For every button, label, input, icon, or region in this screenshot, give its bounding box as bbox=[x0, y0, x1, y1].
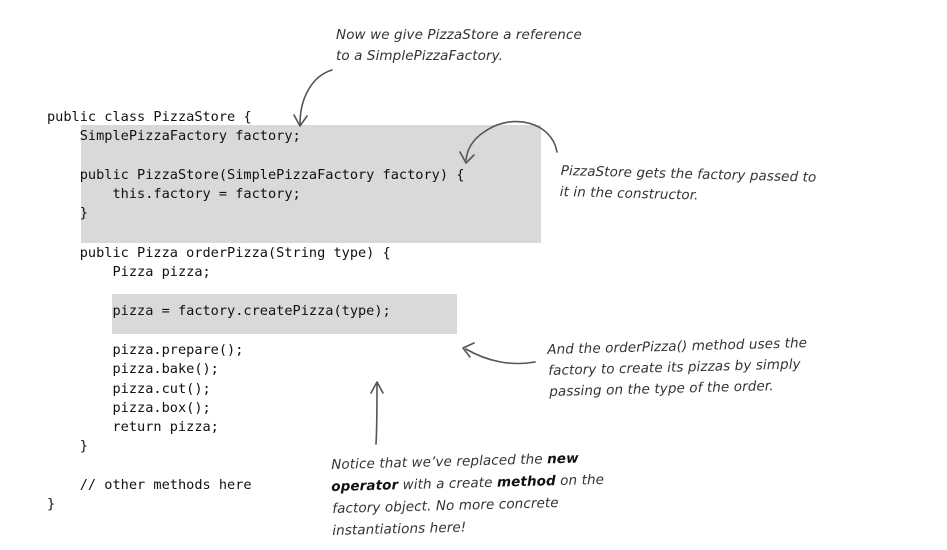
code-line: this.factory = factory; bbox=[47, 186, 301, 202]
code-line: pizza.prepare(); bbox=[47, 342, 244, 358]
constructor-highlight bbox=[81, 125, 541, 243]
annotation-line: instantiations here! bbox=[332, 519, 467, 539]
code-line: public Pizza orderPizza(String type) { bbox=[47, 245, 391, 261]
code-line: } bbox=[47, 205, 88, 221]
code-line: pizza.box(); bbox=[47, 400, 211, 416]
code-line: } bbox=[47, 496, 56, 512]
arrowhead-notice bbox=[370, 381, 384, 394]
annotation-line: it in the constructor. bbox=[559, 183, 699, 204]
keyword-new: new bbox=[546, 450, 579, 468]
arrowhead-order-pizza bbox=[462, 342, 475, 358]
annotation-text: on the bbox=[555, 471, 605, 490]
annotation-line: Now we give PizzaStore a reference bbox=[336, 27, 582, 43]
code-line: public class PizzaStore { bbox=[47, 109, 252, 125]
arrow-reference bbox=[299, 69, 333, 125]
code-line: // other methods here bbox=[47, 477, 252, 493]
annotation-line: to a SimplePizzaFactory. bbox=[336, 48, 504, 64]
annotation-text: with a create bbox=[398, 474, 498, 494]
create-pizza-highlight bbox=[112, 294, 457, 334]
arrow-order-pizza bbox=[465, 348, 536, 365]
keyword-method: method bbox=[496, 473, 557, 491]
keyword-operator: operator bbox=[331, 477, 399, 495]
code-line: Pizza pizza; bbox=[47, 264, 211, 280]
annotation-line: passing on the type of the order. bbox=[549, 378, 774, 400]
code-line: pizza = factory.createPizza(type); bbox=[47, 303, 391, 319]
code-line: pizza.cut(); bbox=[47, 381, 211, 397]
code-line: pizza.bake(); bbox=[47, 361, 219, 377]
arrow-notice bbox=[375, 383, 378, 445]
code-line: } bbox=[47, 438, 88, 454]
code-line: return pizza; bbox=[47, 419, 219, 435]
code-line: SimplePizzaFactory factory; bbox=[47, 128, 301, 144]
code-line: public PizzaStore(SimplePizzaFactory fac… bbox=[47, 167, 465, 183]
annotation-line: factory object. No more concrete bbox=[332, 495, 559, 517]
annotation-text: Notice that we’ve replaced the bbox=[331, 451, 548, 473]
